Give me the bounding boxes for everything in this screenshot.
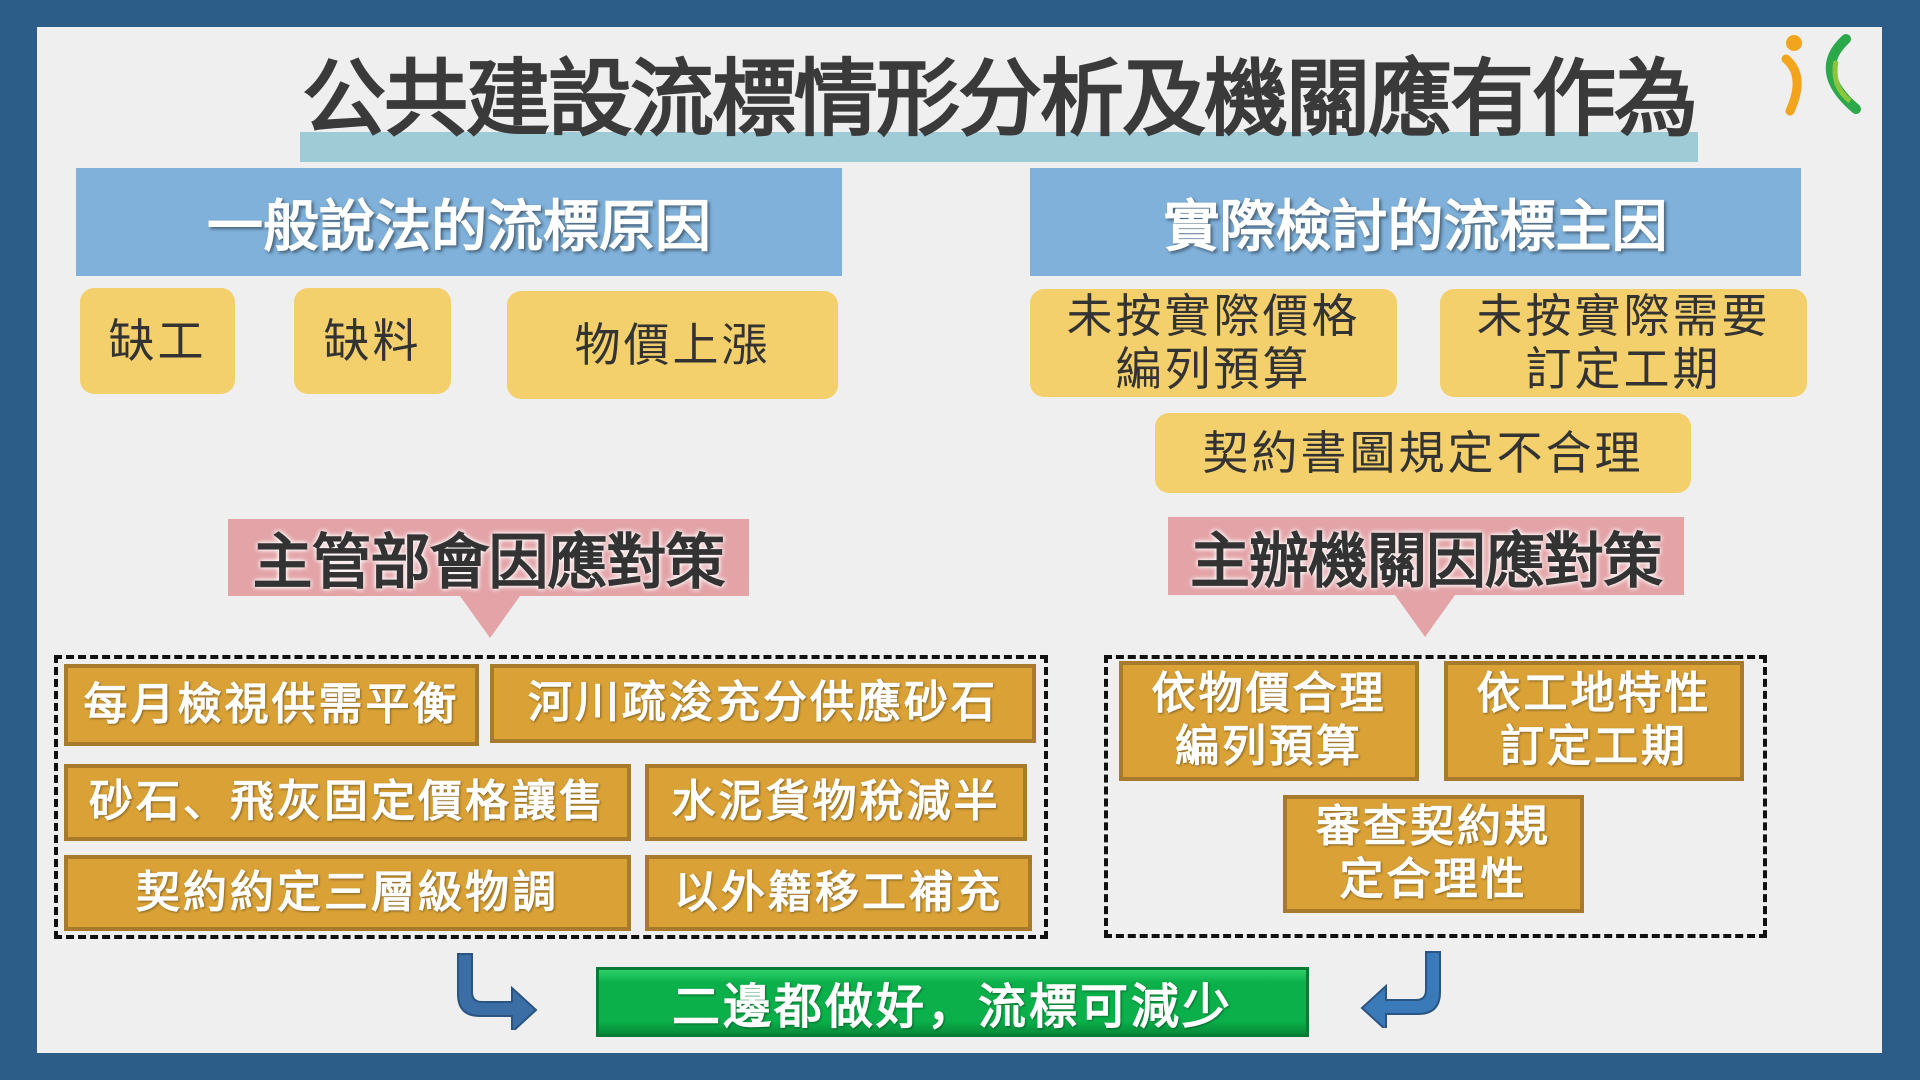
ministry-measures-group [54, 655, 1048, 939]
reason-shortage-material: 缺料 [294, 288, 451, 394]
measure-item: 依物價合理 編列預算 [1119, 661, 1419, 781]
measure-line: 定合理性 [1339, 854, 1528, 905]
agency-measures-label: 主辦機關因應對策 [1168, 517, 1684, 597]
down-arrow-icon [460, 596, 520, 638]
reason-line: 未按實際需要 [1476, 289, 1771, 344]
measure-item: 契約約定三層級物調 [64, 855, 631, 931]
reason-price-rise: 物價上漲 [507, 291, 838, 399]
curved-arrow-right-icon [450, 950, 545, 1035]
reason-line: 編列預算 [1115, 342, 1312, 396]
measure-line: 依工地特性 [1476, 668, 1712, 720]
measure-item: 每月檢視供需平衡 [64, 664, 479, 746]
measure-item: 依工地特性 訂定工期 [1444, 661, 1744, 781]
reason-shortage-labor: 缺工 [80, 288, 235, 394]
down-arrow-icon [1395, 595, 1455, 637]
reason-schedule: 未按實際需要 訂定工期 [1440, 289, 1807, 397]
measure-line: 審查契約規 [1316, 801, 1551, 853]
left-header: 一般說法的流標原因 [76, 168, 842, 276]
measure-line: 依物價合理 [1151, 668, 1387, 720]
right-header: 實際檢討的流標主因 [1030, 168, 1801, 276]
reason-line: 未按實際價格 [1066, 289, 1361, 344]
title-underline [300, 132, 1698, 162]
measure-line: 訂定工期 [1500, 721, 1688, 772]
curved-arrow-left-icon [1353, 948, 1448, 1033]
page-title: 公共建設流標情形分析及機關應有作為 [301, 50, 1698, 148]
measure-line: 編列預算 [1175, 721, 1363, 772]
measure-item: 河川疏浚充分供應砂石 [490, 664, 1036, 743]
conclusion-banner: 二邊都做好，流標可減少 [596, 967, 1309, 1037]
reason-budget: 未按實際價格 編列預算 [1030, 289, 1397, 397]
reason-contract: 契約書圖規定不合理 [1155, 413, 1691, 493]
measure-item: 審查契約規 定合理性 [1283, 795, 1584, 913]
logo-icon [1776, 31, 1866, 121]
measure-item: 砂石、飛灰固定價格讓售 [64, 764, 631, 841]
ministry-measures-label: 主管部會因應對策 [228, 519, 749, 598]
measure-item: 以外籍移工補充 [645, 855, 1032, 931]
agency-measures-group [1104, 655, 1767, 938]
measure-item: 水泥貨物稅減半 [645, 764, 1027, 841]
reason-line: 訂定工期 [1525, 342, 1722, 396]
